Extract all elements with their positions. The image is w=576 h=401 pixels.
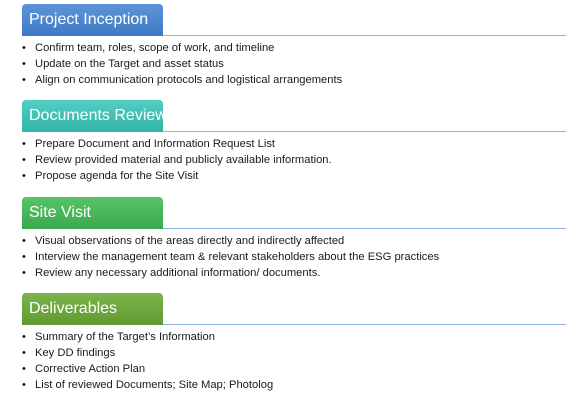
item-text: Corrective Action Plan: [35, 363, 146, 375]
section-list: • Summary of the Target’s Information • …: [22, 329, 566, 393]
list-item: • Review provided material and publicly …: [22, 152, 566, 168]
item-text: Prepare Document and Information Request…: [35, 138, 276, 150]
section-deliverables: Deliverables • Summary of the Target’s I…: [22, 293, 566, 393]
list-item: • List of reviewed Documents; Site Map; …: [22, 377, 566, 393]
section-list: • Prepare Document and Information Reque…: [22, 136, 566, 184]
section-list: • Visual observations of the areas direc…: [22, 233, 566, 281]
list-item: • Prepare Document and Information Reque…: [22, 136, 566, 152]
item-text: Visual observations of the areas directl…: [35, 235, 345, 247]
list-item: • Confirm team, roles, scope of work, an…: [22, 40, 566, 56]
list-item: • Review any necessary additional inform…: [22, 265, 566, 281]
list-item: • Interview the management team & releva…: [22, 249, 566, 265]
section-site-visit: Site Visit • Visual observations of the …: [22, 197, 566, 281]
section-list: • Confirm team, roles, scope of work, an…: [22, 40, 566, 88]
item-text: Confirm team, roles, scope of work, and …: [35, 42, 275, 54]
section-header: Deliverables: [22, 293, 163, 325]
section-title: Site Visit: [29, 204, 91, 221]
section-title: Documents Review: [29, 107, 163, 124]
list-item: • Summary of the Target’s Information: [22, 329, 566, 345]
bullet-icon: •: [22, 74, 26, 86]
section-divider: [163, 35, 566, 36]
section-divider: [163, 131, 566, 132]
item-text: Propose agenda for the Site Visit: [35, 170, 199, 182]
item-text: Summary of the Target’s Information: [35, 331, 215, 343]
list-item: • Update on the Target and asset status: [22, 56, 566, 72]
section-title: Project Inception: [29, 11, 149, 28]
item-text: Review provided material and publicly av…: [35, 154, 332, 166]
bullet-icon: •: [22, 58, 26, 70]
section-documents-review: Documents Review • Prepare Document and …: [22, 100, 566, 184]
section-header: Documents Review: [22, 100, 163, 132]
list-item: • Propose agenda for the Site Visit: [22, 168, 566, 184]
bullet-icon: •: [22, 331, 26, 343]
item-text: Key DD findings: [35, 347, 116, 359]
section-header: Site Visit: [22, 197, 163, 229]
list-item: • Key DD findings: [22, 345, 566, 361]
item-text: List of reviewed Documents; Site Map; Ph…: [35, 379, 274, 391]
section-project-inception: Project Inception • Confirm team, roles,…: [22, 4, 566, 88]
item-text: Review any necessary additional informat…: [35, 267, 321, 279]
item-text: Interview the management team & relevant…: [35, 251, 440, 263]
section-divider: [163, 228, 566, 229]
bullet-icon: •: [22, 251, 26, 263]
item-text: Update on the Target and asset status: [35, 58, 224, 70]
bullet-icon: •: [22, 363, 26, 375]
section-title: Deliverables: [29, 300, 118, 317]
list-item: • Corrective Action Plan: [22, 361, 566, 377]
bullet-icon: •: [22, 138, 26, 150]
list-item: • Visual observations of the areas direc…: [22, 233, 566, 249]
section-divider: [163, 324, 566, 325]
list-item: • Align on communication protocols and l…: [22, 72, 566, 88]
section-header: Project Inception: [22, 4, 163, 36]
item-text: Align on communication protocols and log…: [35, 74, 343, 86]
bullet-icon: •: [22, 170, 26, 182]
bullet-icon: •: [22, 347, 26, 359]
bullet-icon: •: [22, 154, 26, 166]
bullet-icon: •: [22, 42, 26, 54]
bullet-icon: •: [22, 235, 26, 247]
bullet-icon: •: [22, 379, 26, 391]
bullet-icon: •: [22, 267, 26, 279]
